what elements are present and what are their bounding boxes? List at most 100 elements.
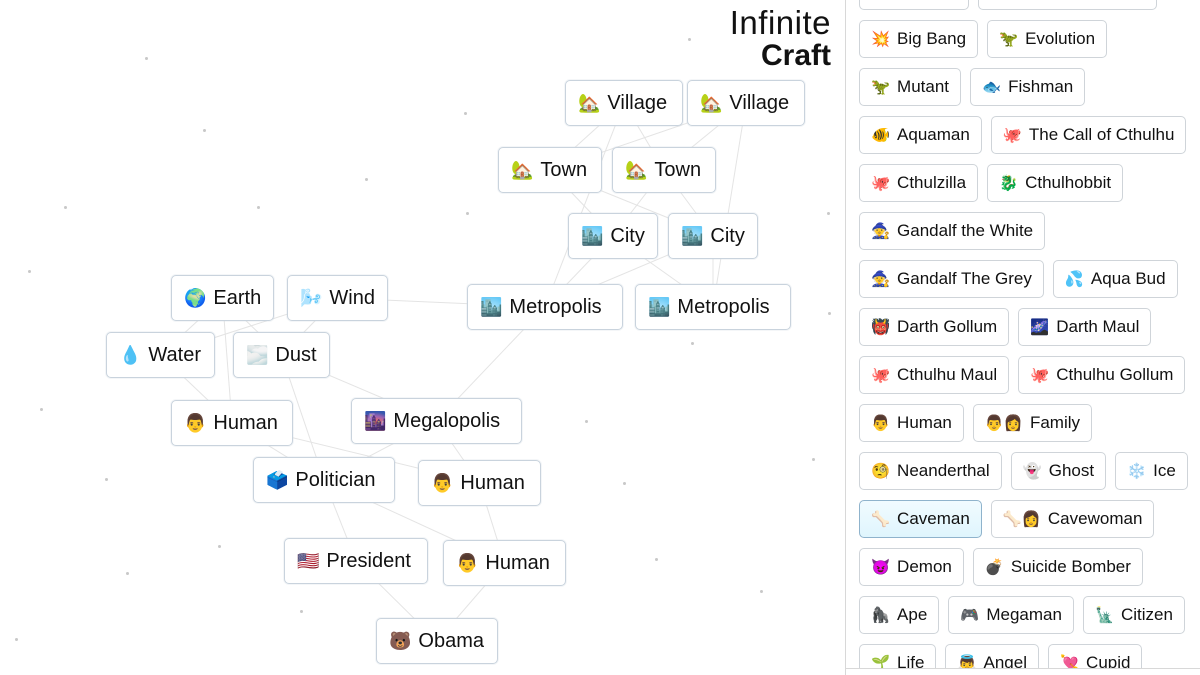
canvas-element-obama[interactable]: 🐻 Obama [376, 618, 498, 664]
element-label: Wind [329, 286, 375, 309]
canvas-element-water[interactable]: 💧Water [106, 332, 215, 378]
canvas-element-wind[interactable]: 🌬️ Wind [287, 275, 388, 321]
sidebar-item-demon[interactable]: 😈Demon [859, 548, 964, 586]
item-label: Cthulhu Maul [897, 365, 998, 384]
sidebar-item-citizen[interactable]: 🗽Citizen [1082, 596, 1185, 634]
element-emoji-icon: 🇺🇸 [297, 550, 320, 571]
sidebar-item-fishman[interactable]: 🐟 Fishman [970, 68, 1086, 106]
sidebar-item-ghost[interactable]: 👻Ghost [1010, 452, 1107, 490]
item-emoji-icon: 👻 [1022, 462, 1042, 480]
canvas-element-city[interactable]: 🏙️City [568, 213, 658, 259]
sidebar-item-cavewoman[interactable]: 🦴👩Cavewoman [990, 500, 1155, 538]
canvas-element-human[interactable]: 👨Human [443, 540, 566, 586]
canvas-element-metropolis[interactable]: 🏙️ Metropolis [635, 284, 791, 330]
sidebar-item-darth-maul[interactable]: 🌌 Darth Maul [1018, 308, 1152, 346]
item-label: Angel [983, 653, 1027, 672]
sidebar-item-ice[interactable]: ❄️Ice [1115, 452, 1188, 490]
element-label: Dust [275, 343, 317, 366]
sidebar-item-mutant[interactable]: 🦖Mutant [859, 68, 962, 106]
element-label: Human [485, 551, 550, 574]
canvas-element-village[interactable]: 🏡Village [687, 80, 805, 126]
canvas-element-city[interactable]: 🏙️City [668, 213, 758, 259]
item-emoji-icon: 🦖 [999, 30, 1019, 48]
canvas-element-president[interactable]: 🇺🇸 President [284, 538, 428, 584]
sidebar-item-evolution[interactable]: 🦖Evolution [987, 20, 1108, 58]
background-dot [15, 638, 18, 641]
element-emoji-icon: 🐻 [389, 630, 412, 651]
background-dot [623, 482, 626, 485]
canvas-element-human[interactable]: 👨Human [171, 400, 293, 446]
sidebar-item-cthulhobbit[interactable]: 🐉Cthulhobbit [987, 164, 1124, 202]
canvas-element-megalopolis[interactable]: 🌆Megalopolis [351, 398, 522, 444]
element-emoji-icon: 🏡 [700, 92, 723, 113]
element-label: Obama [418, 629, 485, 652]
item-label: Lord of the Rings [1016, 0, 1145, 1]
sidebar-item-human[interactable]: 👨Human [859, 404, 964, 442]
item-emoji-icon: 💘 [1060, 654, 1080, 672]
element-label: Town [540, 158, 588, 181]
item-emoji-icon: 🐙 [1002, 126, 1022, 144]
sidebar-item-aquaman[interactable]: 🐠Aquaman [859, 116, 982, 154]
sidebar-item-ape[interactable]: 🦍Ape [859, 596, 940, 634]
sidebar-item-gandalf[interactable]: 🧙Gandalf [859, 0, 969, 10]
item-emoji-icon: 🐟 [982, 78, 1002, 96]
item-label: Fishman [1008, 77, 1074, 96]
background-dot [218, 545, 221, 548]
element-emoji-icon: 🗳️ [266, 469, 289, 490]
canvas-element-town[interactable]: 🏡Town [498, 147, 602, 193]
sidebar-item-cthulhu-gollum[interactable]: 🐙Cthulhu Gollum [1018, 356, 1186, 394]
item-label: Mutant [897, 77, 950, 96]
sidebar-item-megaman[interactable]: 🎮Megaman [948, 596, 1074, 634]
crafting-canvas[interactable]: 🏡Village🏡Village🏡Town🏡Town🏙️City🏙️City🌍E… [0, 0, 845, 675]
element-label: Metropolis [677, 295, 770, 318]
sidebar-item-cthulzilla[interactable]: 🐙 Cthulzilla [859, 164, 979, 202]
element-emoji-icon: 🏙️ [581, 225, 604, 246]
sidebar-item-caveman[interactable]: 🦴Caveman [859, 500, 982, 538]
background-dot [691, 342, 694, 345]
canvas-element-metropolis[interactable]: 🏙️Metropolis [467, 284, 623, 330]
background-dot [688, 38, 691, 41]
sidebar-item-family[interactable]: 👨👩Family [972, 404, 1093, 442]
item-emoji-icon: 🐙 [871, 174, 891, 192]
background-dot [585, 420, 588, 423]
item-emoji-icon: 🦴 [871, 510, 891, 528]
sidebar-item-lord-of-the-rings[interactable]: 🌳Lord of the Rings [977, 0, 1158, 10]
sidebar-item-cthulhu-maul[interactable]: 🐙Cthulhu Maul [859, 356, 1010, 394]
canvas-element-earth[interactable]: 🌍Earth [171, 275, 274, 321]
item-label: Darth Maul [1056, 317, 1140, 336]
canvas-element-human[interactable]: 👨Human [418, 460, 541, 506]
background-dot [365, 178, 368, 181]
background-dot [828, 312, 831, 315]
background-dot [64, 206, 67, 209]
element-emoji-icon: 🌬️ [300, 287, 323, 308]
item-label: Citizen [1121, 605, 1173, 624]
item-label: Demon [897, 557, 952, 576]
sidebar-item-darth-gollum[interactable]: 👹Darth Gollum [859, 308, 1010, 346]
item-emoji-icon: 👹 [871, 318, 891, 336]
sidebar-item-gandalf-the-grey[interactable]: 🧙Gandalf The Grey [859, 260, 1044, 298]
sidebar-item-big-bang[interactable]: 💥Big Bang [859, 20, 979, 58]
sidebar-item-aqua-bud[interactable]: 💦Aqua Bud [1052, 260, 1178, 298]
element-emoji-icon: 🏙️ [681, 225, 704, 246]
canvas-element-politician[interactable]: 🗳️Politician [253, 457, 395, 503]
canvas-element-village[interactable]: 🏡Village [565, 80, 683, 126]
logo: Infinite Craft [730, 6, 831, 71]
canvas-element-town[interactable]: 🏡Town [612, 147, 716, 193]
element-emoji-icon: 💧 [119, 344, 142, 365]
sidebar-item-suicide-bomber[interactable]: 💣Suicide Bomber [972, 548, 1143, 586]
sidebar-item-neanderthal[interactable]: 🧐Neanderthal [859, 452, 1002, 490]
item-label: Life [897, 653, 925, 672]
sidebar-item-the-call-of-cthulhu[interactable]: 🐙The Call of Cthulhu [990, 116, 1187, 154]
element-label: President [326, 549, 411, 572]
background-dot [466, 212, 469, 215]
item-emoji-icon: 🌌 [1030, 318, 1050, 336]
sidebar-element-list[interactable]: 🧙Gandalf 🌳Lord of the Rings 💥Big Bang🦖Evol… [845, 0, 1200, 675]
element-emoji-icon: 🏙️ [648, 296, 671, 317]
canvas-element-dust[interactable]: 🌫️Dust [233, 332, 330, 378]
item-label: Suicide Bomber [1010, 557, 1131, 576]
item-label: Cavewoman [1047, 509, 1143, 528]
item-emoji-icon: 💦 [1064, 270, 1084, 288]
item-emoji-icon: ❄️ [1127, 462, 1147, 480]
sidebar-item-gandalf-the-white[interactable]: 🧙Gandalf the White [859, 212, 1046, 250]
item-label: Cthulzilla [897, 173, 967, 192]
